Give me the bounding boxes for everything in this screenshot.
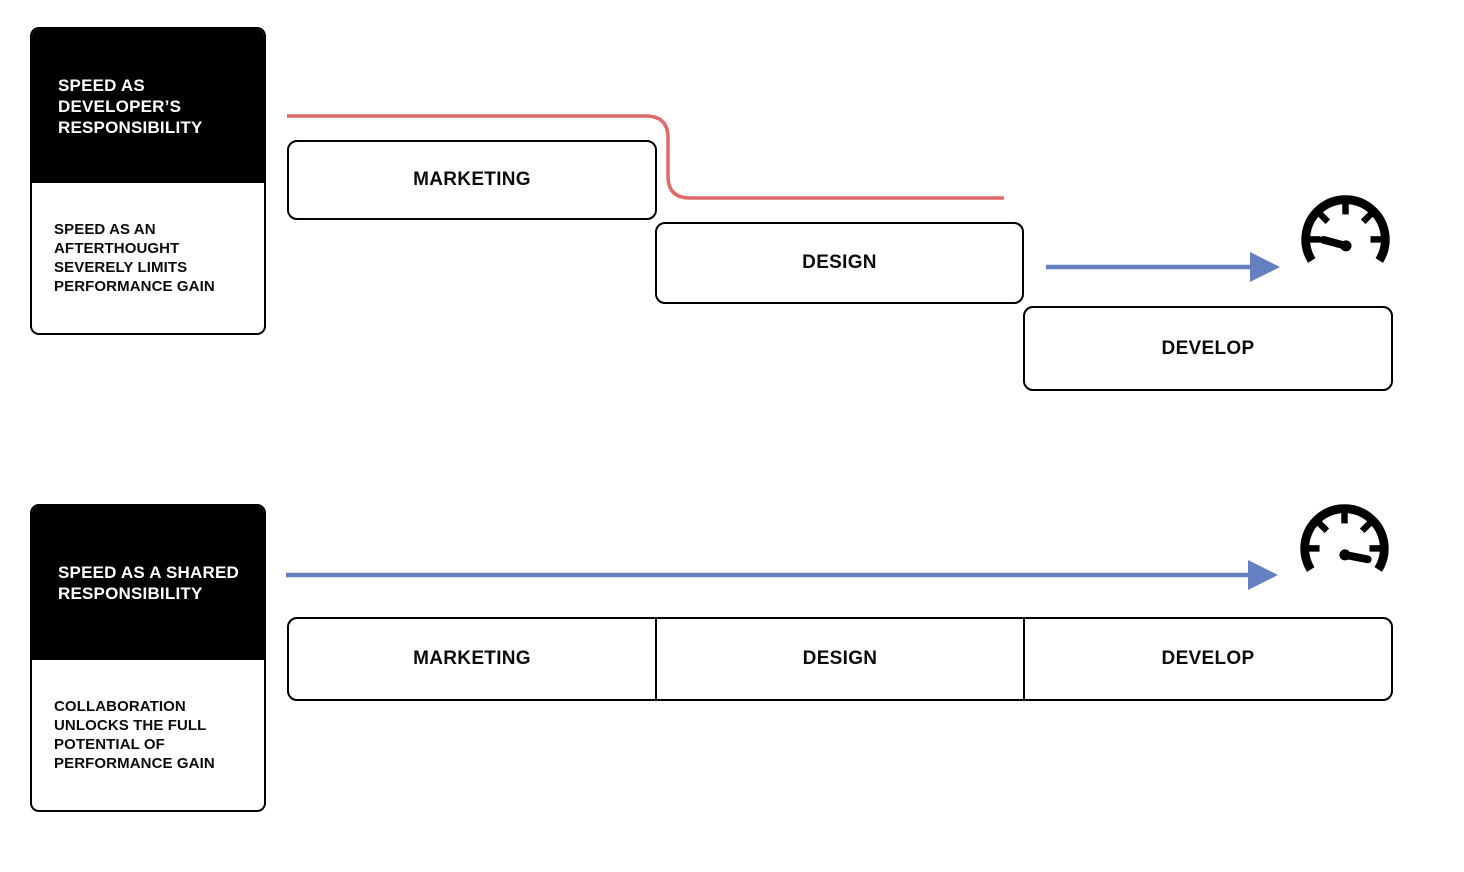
stage-label: DESIGN [802,252,877,273]
stage-develop-shared: DEVELOP [1023,619,1391,699]
scenario2-title: SPEED AS A SHARED RESPONSIBILITY [58,563,239,603]
shared-pipeline: MARKETING DESIGN DEVELOP [287,617,1393,701]
stage-develop-waterfall: DEVELOP [1023,306,1393,391]
speedometer-high-icon [1300,504,1389,572]
stage-marketing-shared: MARKETING [289,619,655,699]
scenario1-description: SPEED AS AN AFTERTHOUGHT SEVERELY LIMITS… [54,221,215,295]
flow-arrow-bottom [286,560,1278,590]
scenario1-card-header: SPEED AS DEVELOPER’S RESPONSIBILITY [32,29,264,183]
scenario1-card: SPEED AS DEVELOPER’S RESPONSIBILITY SPEE… [30,27,266,335]
scenario1-card-body: SPEED AS AN AFTERTHOUGHT SEVERELY LIMITS… [32,183,264,333]
scenario1-title: SPEED AS DEVELOPER’S RESPONSIBILITY [58,75,203,137]
speedometer-low-icon [1301,195,1390,263]
flow-arrow-top [1046,252,1280,282]
stage-label: DESIGN [802,648,878,669]
stage-design-shared: DESIGN [655,619,1023,699]
scenario2-description: COLLABORATION UNLOCKS THE FULL POTENTIAL… [54,698,215,772]
scenario2-card-header: SPEED AS A SHARED RESPONSIBILITY [32,506,264,660]
scenario2-card-body: COLLABORATION UNLOCKS THE FULL POTENTIAL… [32,660,264,810]
stage-label: DEVELOP [1161,337,1255,359]
stage-marketing-waterfall: MARKETING [287,140,657,220]
stage-design-waterfall: DESIGN [655,222,1024,304]
stage-label: MARKETING [413,169,531,190]
stage-label: DEVELOP [1161,648,1255,669]
scenario2-card: SPEED AS A SHARED RESPONSIBILITY COLLABO… [30,504,266,812]
stage-label: MARKETING [413,648,531,669]
